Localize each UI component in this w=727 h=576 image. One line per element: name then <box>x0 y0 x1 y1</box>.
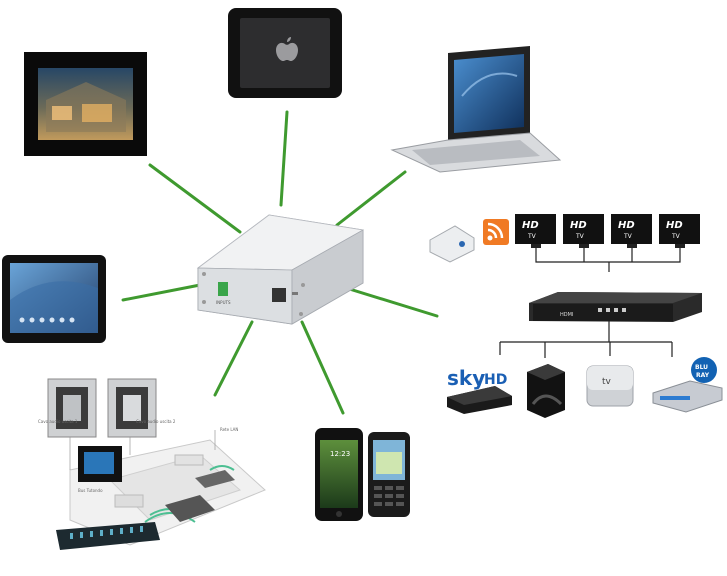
link-ipad <box>279 110 289 207</box>
hd-tv-icon: HD TV <box>563 214 604 248</box>
smartphones: 12:23 <box>315 428 410 521</box>
rack-amplifier <box>56 522 160 550</box>
hd-tv-icon: HD TV <box>515 214 556 248</box>
tv-label-bottom: TV <box>623 233 633 240</box>
tv-label-top: HD <box>618 220 635 231</box>
tv-label-top: HD <box>522 220 539 231</box>
android-tablet <box>2 255 106 343</box>
hd-tv-row: HD TV HD TV HD TV HD TV <box>515 214 700 248</box>
bluray-player: BLU RAY <box>652 357 723 413</box>
green-terminal-icon <box>218 282 228 296</box>
rss-icon <box>483 219 509 245</box>
apple-logo-icon <box>276 37 298 61</box>
tv-label-top: HD <box>570 220 587 231</box>
bluray-disc-icon <box>691 357 717 383</box>
ps3-console <box>527 364 565 418</box>
hdmi-switch: HDMI <box>529 292 702 322</box>
laptop-device <box>390 46 562 173</box>
tv-label-bottom: TV <box>575 233 585 240</box>
apple-tv-label: tv <box>602 377 612 387</box>
link-wall-panel <box>148 163 242 234</box>
bluray-top-label: BLU <box>695 364 708 371</box>
apple-tv-box: tv <box>586 365 634 407</box>
link-floorplan <box>213 320 254 397</box>
ethernet-port-icon <box>272 288 286 302</box>
floorplan-label-4: Bus Tutondo <box>78 488 103 493</box>
tv-label-bottom: TV <box>671 233 681 240</box>
sky-brand-label: sky <box>447 366 485 390</box>
floorplan-label-1: Cavo audio uscita 1 <box>38 419 78 424</box>
ipad-device <box>228 8 342 98</box>
link-tablet <box>121 283 202 302</box>
ir-transmitter <box>429 225 475 263</box>
hub-device: INPUTS <box>196 214 365 325</box>
tv-label-bottom: TV <box>527 233 537 240</box>
hd-tv-icon: HD TV <box>611 214 652 248</box>
floorplan-label-2: Cavo audio uscita 2 <box>136 419 176 424</box>
phone-time: 12:23 <box>330 450 350 458</box>
tv-label-top: HD <box>666 220 683 231</box>
link-laptop <box>335 170 407 227</box>
audio-keypad-1 <box>47 378 97 438</box>
bluray-bottom-label: RAY <box>696 372 710 379</box>
floorplan-label-3: Rete LAN <box>220 427 238 432</box>
sky-hd-box: sky HD <box>447 366 512 414</box>
hdmi-brand-label: HDMI <box>560 312 573 318</box>
av-wiring <box>499 248 681 358</box>
sky-suffix-label: HD <box>484 372 507 388</box>
hub-port-label: INPUTS <box>216 300 231 305</box>
link-phones <box>300 320 345 415</box>
wall-touch-panel <box>24 52 147 156</box>
floorplan-installation: Cavo audio uscita 1 Cavo audio uscita 2 … <box>38 378 266 550</box>
iphone-device: 12:23 <box>315 428 363 521</box>
hd-tv-icon: HD TV <box>659 214 700 248</box>
windows-phone-device <box>368 432 410 517</box>
audio-keypad-2 <box>107 378 157 438</box>
floorplan-wall-display <box>78 446 122 482</box>
